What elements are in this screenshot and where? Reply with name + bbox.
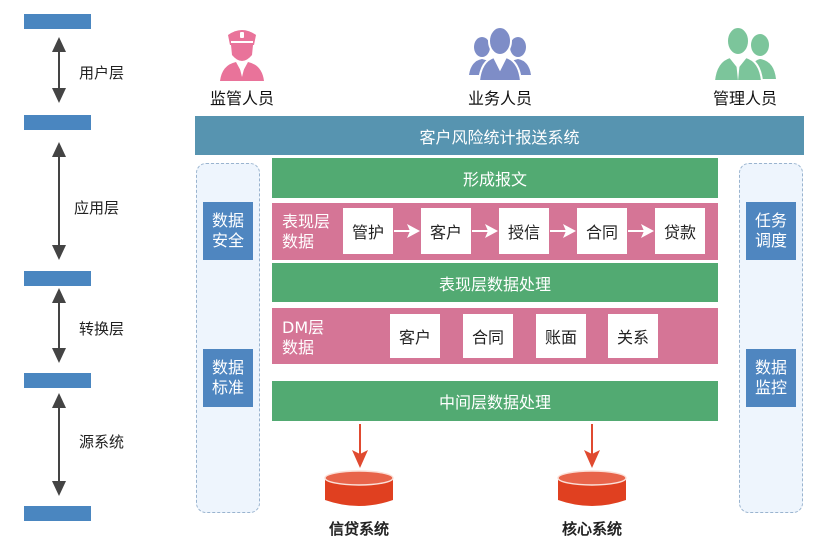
right-side-column: 任务调度 数据监控 bbox=[739, 163, 803, 513]
dm-layer-title: DM层 数据 bbox=[282, 318, 324, 358]
flow-step: 合同 bbox=[577, 208, 627, 254]
dm-layer-data: DM层 数据 客户 合同 账面 关系 bbox=[272, 308, 718, 364]
flow-step: 授信 bbox=[499, 208, 549, 254]
box-line: 安全 bbox=[211, 231, 244, 250]
dm-item: 合同 bbox=[463, 314, 513, 358]
persona-business: 业务人员 bbox=[445, 25, 555, 109]
persona-manager: 管理人员 bbox=[690, 25, 800, 109]
layer-label-application: 应用层 bbox=[74, 199, 120, 217]
layer-divider bbox=[24, 373, 91, 388]
layer-divider bbox=[24, 271, 91, 286]
layer-divider bbox=[24, 115, 91, 130]
dm-item: 账面 bbox=[536, 314, 586, 358]
source-credit-system: 信贷系统 bbox=[321, 470, 397, 539]
persona-label: 管理人员 bbox=[712, 89, 777, 108]
manager-pair-icon bbox=[712, 26, 776, 81]
dm-item: 客户 bbox=[390, 314, 440, 358]
data-monitoring-box: 数据监控 bbox=[746, 349, 796, 407]
layer-divider bbox=[24, 506, 91, 521]
down-arrow-icon bbox=[584, 424, 600, 468]
system-title-bar: 客户风险统计报送系统 bbox=[195, 116, 804, 155]
flow-step: 客户 bbox=[421, 208, 471, 254]
title-line: 表现层 bbox=[282, 212, 331, 231]
title-line: 数据 bbox=[282, 338, 315, 357]
dm-item: 关系 bbox=[608, 314, 658, 358]
title-line: 数据 bbox=[282, 232, 315, 251]
data-standard-box: 数据标准 bbox=[203, 349, 253, 407]
right-arrow-icon bbox=[472, 224, 498, 238]
task-scheduling-box: 任务调度 bbox=[746, 202, 796, 260]
left-side-column: 数据安全 数据标准 bbox=[196, 163, 260, 513]
database-icon bbox=[557, 470, 627, 506]
box-line: 任务 bbox=[754, 211, 787, 230]
flow-step: 管护 bbox=[343, 208, 393, 254]
persona-label: 业务人员 bbox=[467, 89, 532, 108]
source-label: 核心系统 bbox=[561, 520, 622, 538]
flow-step: 贷款 bbox=[655, 208, 705, 254]
box-line: 数据 bbox=[211, 211, 244, 230]
box-line: 标准 bbox=[211, 378, 244, 397]
data-security-box: 数据安全 bbox=[203, 202, 253, 260]
presentation-processing-bar: 表现层数据处理 bbox=[272, 263, 718, 302]
source-label: 信贷系统 bbox=[328, 520, 389, 538]
layer-label-user: 用户层 bbox=[79, 64, 125, 82]
presentation-layer-title: 表现层 数据 bbox=[282, 212, 330, 252]
double-arrow-icon bbox=[52, 142, 66, 260]
report-generation-bar: 形成报文 bbox=[272, 158, 718, 198]
right-arrow-icon bbox=[550, 224, 576, 238]
middle-processing-bar: 中间层数据处理 bbox=[272, 381, 718, 421]
police-person-icon bbox=[220, 30, 264, 81]
box-line: 监控 bbox=[754, 378, 787, 397]
box-line: 数据 bbox=[211, 358, 244, 377]
persona-regulator: 监管人员 bbox=[187, 25, 297, 109]
right-arrow-icon bbox=[628, 224, 654, 238]
double-arrow-icon bbox=[52, 37, 66, 103]
title-line: DM层 bbox=[282, 318, 325, 337]
source-core-system: 核心系统 bbox=[554, 470, 630, 539]
box-line: 调度 bbox=[754, 231, 787, 250]
layer-label-transform: 转换层 bbox=[79, 320, 125, 338]
layer-label-source: 源系统 bbox=[79, 433, 125, 451]
box-line: 数据 bbox=[754, 358, 787, 377]
down-arrow-icon bbox=[352, 424, 368, 468]
double-arrow-icon bbox=[52, 288, 66, 363]
business-group-icon bbox=[469, 26, 531, 81]
layer-divider bbox=[24, 14, 91, 29]
right-arrow-icon bbox=[394, 224, 420, 238]
persona-label: 监管人员 bbox=[209, 89, 274, 108]
database-icon bbox=[324, 470, 394, 506]
presentation-layer-data: 表现层 数据 管护 客户 授信 合同 贷款 bbox=[272, 203, 718, 260]
double-arrow-icon bbox=[52, 393, 66, 496]
